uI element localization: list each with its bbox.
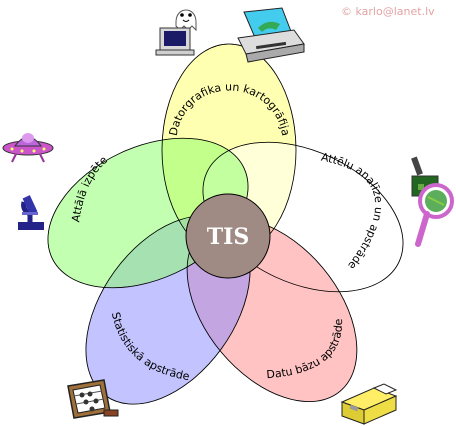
center-node: TIS [185, 193, 271, 279]
ufo-icon [2, 133, 54, 163]
computer-printer-icon [155, 7, 305, 63]
center-label: TIS [207, 224, 250, 250]
microscope-icon [18, 195, 44, 230]
printer-icon [237, 7, 305, 63]
credit-text: © karlo@lanet.lv [341, 5, 435, 18]
computer-icon [155, 27, 195, 56]
ghost-icon [175, 9, 197, 32]
magnifier-icon [411, 156, 454, 247]
card-box-icon [340, 383, 398, 425]
center-circle [185, 193, 271, 279]
abacus-icon [67, 379, 119, 419]
